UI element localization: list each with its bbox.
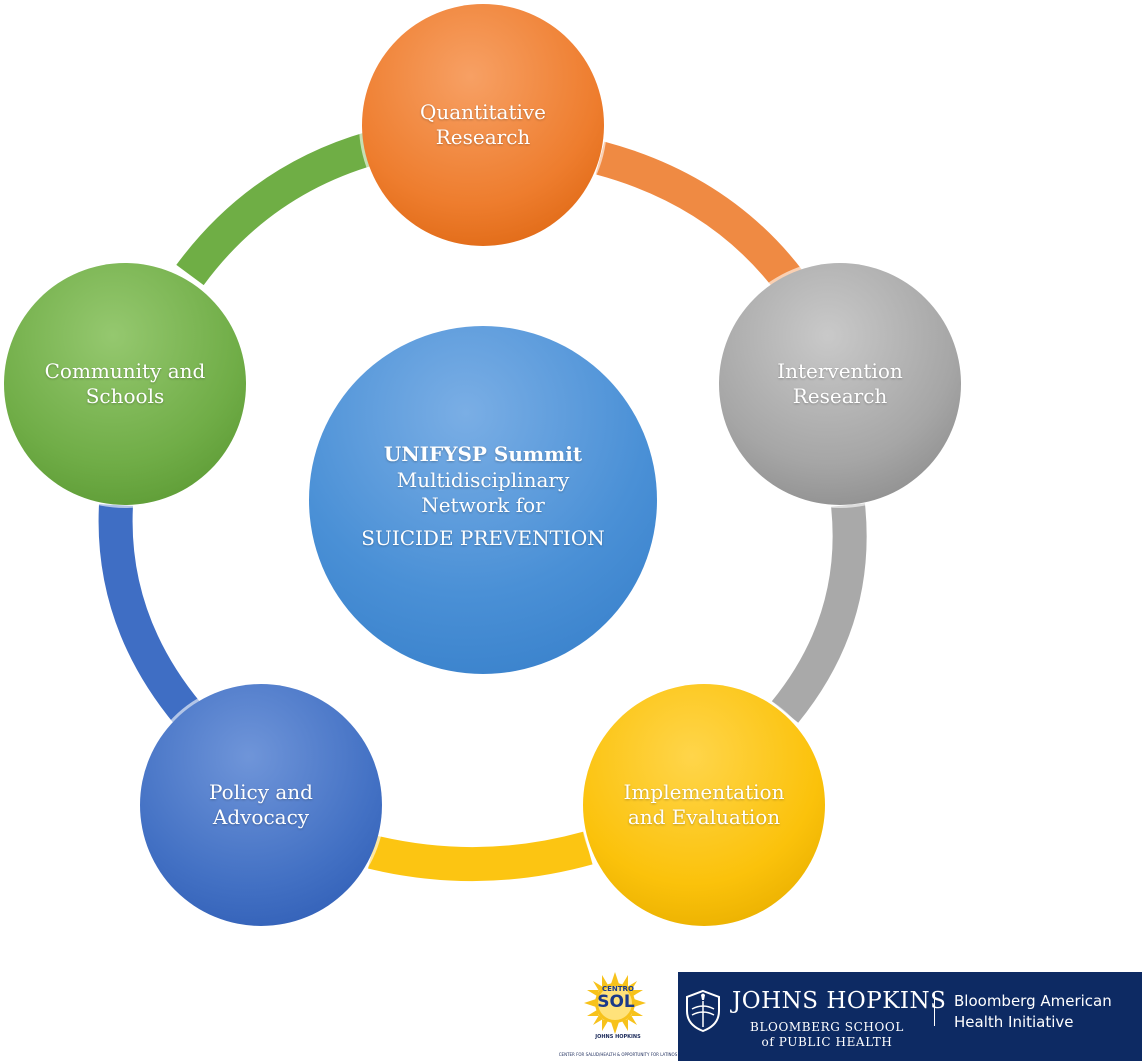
label-line: Advocacy [212,805,310,829]
label-line: Research [435,125,531,149]
jhu-bloomberg-banner: JOHNS HOPKINS BLOOMBERG SCHOOL of PUBLIC… [678,972,1142,1061]
label-quantitative-research: Quantitative Research [383,100,583,150]
jhu-shield-icon [686,989,720,1033]
jhu-name: JOHNS HOPKINS [732,988,947,1014]
label-line: Intervention [777,359,903,383]
center-line: Multidisciplinary [396,468,570,492]
label-line: Research [792,384,888,408]
label-line: Schools [85,384,165,408]
center-hub [305,322,661,678]
connector-blue [98,504,202,725]
centro-sol-logo: CENTRO SOL JOHNS HOPKINS CENTER FOR SALU… [558,968,678,1061]
center-label: UNIFYSP Summit Multidisciplinary Network… [318,440,648,551]
sol-brand-jh: JOHNS HOPKINS [595,1034,641,1040]
node-intervention-research [716,260,964,508]
node-community-and-schools [1,260,249,508]
sol-brand-top: CENTRO [602,985,634,993]
label-policy-and-advocacy: Policy and Advocacy [161,780,361,830]
connector-orange [595,141,804,293]
initiative-line1: Bloomberg American [954,992,1112,1010]
center-line: Network for [421,493,545,517]
sol-brand-main: SOL [597,992,635,1012]
label-intervention-research: Intervention Research [740,359,940,409]
connector-yellow [368,831,593,882]
banner-divider [934,992,935,1026]
label-line: Policy and [209,780,313,804]
label-community-and-schools: Community and Schools [15,359,235,409]
label-implementation-and-evaluation: Implementation and Evaluation [594,780,814,830]
sol-brand-subtitle: CENTER FOR SALUD/HEALTH & OPPORTUNITY FO… [558,1052,678,1057]
initiative-line2: Health Initiative [954,1013,1074,1031]
node-quantitative-research [359,1,607,249]
label-line: Implementation [623,780,785,804]
jhu-school-line1: BLOOMBERG SCHOOL [750,1020,904,1034]
label-line: Community and [44,359,206,383]
sun-icon [584,972,646,1034]
center-title: UNIFYSP Summit [383,442,583,466]
connector-green [176,131,377,286]
jhu-school-line2: of PUBLIC HEALTH [761,1035,893,1049]
label-line: Quantitative [419,100,547,124]
center-caps-line: SUICIDE PREVENTION [361,526,605,550]
node-policy-and-advocacy [137,681,385,929]
connector-gray [771,503,867,723]
label-line: and Evaluation [627,805,781,829]
node-implementation-and-evaluation [580,681,828,929]
